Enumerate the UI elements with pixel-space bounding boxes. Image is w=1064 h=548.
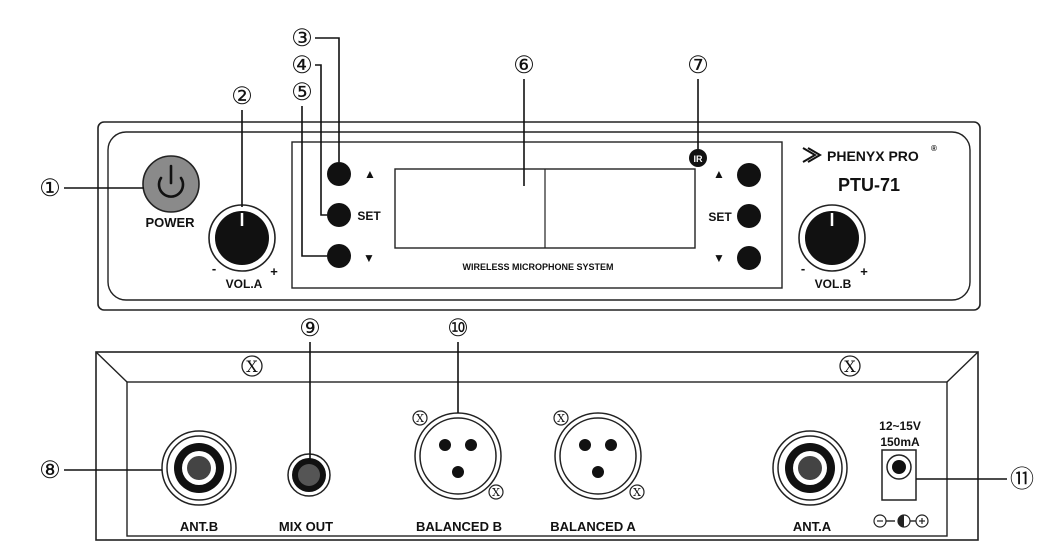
balanced-a-label: BALANCED A [550,519,636,534]
a-set-label: SET [357,209,381,223]
vol-b-knob[interactable] [798,204,866,272]
rear-bevel-left [95,351,128,383]
b-down-button[interactable] [737,246,761,270]
a-down-arrow: ▼ [363,251,375,265]
dc-current: 150mA [880,435,920,449]
screw-icon: X [412,410,428,426]
vol-a-label: VOL.A [226,277,263,291]
screw-icon: X [241,355,263,377]
rear-panel-inner-frame [126,381,948,537]
callout-5: ⑤ [291,78,313,106]
ant-a-label: ANT.A [793,519,832,534]
b-set-label: SET [708,210,732,224]
b-set-button[interactable] [737,204,761,228]
mix-out-jack[interactable] [287,453,331,497]
vol-b-minus: - [801,261,805,276]
callout-4: ④ [291,51,313,79]
b-up-arrow: ▲ [713,167,725,181]
callout-3: ③ [291,24,313,52]
balanced-b-label: BALANCED B [416,519,502,534]
dc-voltage: 12~15V [879,419,921,433]
front-panel-inner-frame [107,131,971,301]
callout-10: ⑩ [447,314,469,342]
power-icon [157,164,185,198]
leader-5 [301,106,327,257]
callout-8: ⑧ [39,456,61,484]
mix-out-label: MIX OUT [279,519,333,534]
svg-text:X: X [557,412,565,425]
ir-label: IR [694,154,704,164]
a-up-arrow: ▲ [364,167,376,181]
screw-icon: X [553,410,569,426]
svg-text:X: X [416,412,424,425]
front-panel: POWER - + VOL.A WIRELESS MICROPHONE SYST… [97,121,981,311]
callout-9: ⑨ [299,314,321,342]
balanced-a-xlr[interactable] [554,412,642,500]
brand-registered-mark: ® [931,144,937,153]
svg-text:X: X [492,486,500,499]
vol-a-knob[interactable] [208,204,276,272]
vol-b-plus: + [860,264,868,279]
dc-polarity-icon [873,514,929,528]
callout-7: ⑦ [687,51,709,79]
svg-text:X: X [844,357,856,376]
brand-logo [802,147,822,163]
callout-2: ② [231,82,253,110]
leader-3 [315,37,340,162]
callout-11: ⑪ [1010,465,1034,493]
svg-text:X: X [246,357,258,376]
a-set-button[interactable] [327,203,351,227]
screw-icon: X [629,484,645,500]
system-text: WIRELESS MICROPHONE SYSTEM [462,262,613,272]
ant-a-connector[interactable] [772,430,848,506]
callout-1: ① [39,174,61,202]
callouts: ① ② ③ ④ ⑤ ⑥ ⑦ ⑧ ⑨ ⑩ ⑪ [39,24,1034,493]
dc-input-jack[interactable] [881,449,917,501]
ant-b-label: ANT.B [180,519,218,534]
b-up-button[interactable] [737,163,761,187]
ir-sensor [689,149,707,167]
a-down-button[interactable] [327,244,351,268]
screw-icon: X [839,355,861,377]
screw-icon: X [488,484,504,500]
vol-a-plus: + [270,264,278,279]
rear-bevel-right [946,351,979,383]
power-button[interactable] [142,155,200,213]
vol-b-label: VOL.B [815,277,852,291]
svg-text:X: X [633,486,641,499]
balanced-b-xlr[interactable] [414,412,502,500]
callout-6: ⑥ [513,51,535,79]
vol-a-minus: - [212,261,216,276]
rear-panel: X X ANT.B MIX OUT [95,351,979,541]
leader-4 [315,64,327,216]
ant-b-connector[interactable] [161,430,237,506]
a-up-button[interactable] [327,162,351,186]
b-down-arrow: ▼ [713,251,725,265]
model-name: PTU-71 [838,175,900,195]
brand-name: PHENYX PRO [827,148,919,164]
power-label: POWER [145,215,195,230]
